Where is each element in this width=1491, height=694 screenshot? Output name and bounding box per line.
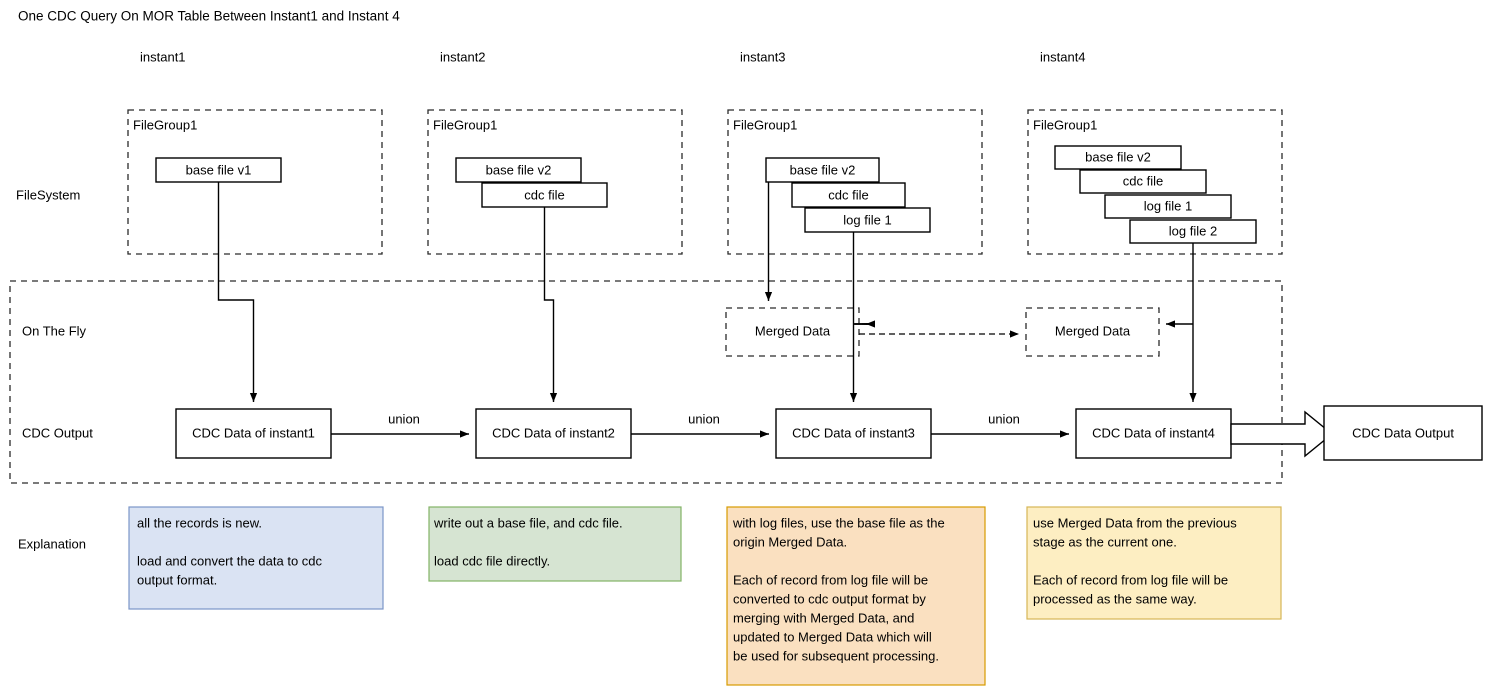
file-label-fg4-log-file-2: log file 2 — [1169, 223, 1217, 238]
explanation-line: write out a base file, and cdc file. — [433, 515, 623, 530]
merged-data-box-2[interactable] — [1025, 307, 1160, 357]
connector-fg1-to-cdc1 — [217, 182, 258, 402]
file-label-fg3-base-file-v2: base file v2 — [790, 162, 856, 177]
cdc-data-label-3: CDC Data of instant3 — [792, 425, 915, 440]
explanation-line: all the records is new. — [137, 515, 262, 530]
file-label-base-file-v1: base file v1 — [186, 162, 252, 177]
explanation-line: stage as the current one. — [1033, 534, 1177, 549]
explanation-line: converted to cdc output format by — [733, 591, 926, 606]
merged-data-box-1[interactable] — [725, 307, 860, 357]
explanation-line: origin Merged Data. — [733, 534, 847, 549]
explanation-line: use Merged Data from the previous — [1033, 515, 1237, 530]
file-label-fg3-cdc-file: cdc file — [828, 187, 868, 202]
file-box-fg3-cdc-file[interactable] — [791, 182, 906, 208]
page-title: One CDC Query On MOR Table Between Insta… — [18, 9, 400, 24]
explanation-text-3: with log files, use the base file as the… — [732, 515, 945, 663]
explanation-line: processed as the same way. — [1033, 591, 1197, 606]
cdc-data-label-1: CDC Data of instant1 — [192, 425, 315, 440]
filegroup-title-3: FileGroup1 — [733, 117, 797, 132]
cdc-data-output-box[interactable] — [1323, 405, 1483, 461]
file-box-fg4-log-file-1[interactable] — [1104, 194, 1232, 219]
file-box-fg3-base-file-v2[interactable] — [765, 157, 880, 183]
explanation-text-1: all the records is new. load and convert… — [137, 515, 323, 587]
explanation-line: updated to Merged Data which will — [733, 629, 932, 644]
file-label-fg4-cdc-file: cdc file — [1123, 173, 1163, 188]
file-box-fg2-cdc-file[interactable] — [481, 182, 608, 208]
explanation-line: load and convert the data to cdc — [137, 553, 323, 568]
filegroup-container-3 — [727, 109, 983, 255]
file-box-fg4-cdc-file[interactable] — [1079, 169, 1207, 194]
filegroup-title-1: FileGroup1 — [133, 117, 197, 132]
cdc-data-label-2: CDC Data of instant2 — [492, 425, 615, 440]
cdc-data-box-4[interactable] — [1075, 408, 1232, 459]
instant-label-2: instant2 — [440, 49, 486, 64]
instant-label-3: instant3 — [740, 49, 786, 64]
merged-data-label-2: Merged Data — [1055, 323, 1131, 338]
filegroup-title-4: FileGroup1 — [1033, 117, 1097, 132]
connector-fg2-to-cdc2 — [543, 207, 558, 402]
explanation-line: merging with Merged Data, and — [733, 610, 914, 625]
file-label-fg4-base-file-v2: base file v2 — [1085, 149, 1151, 164]
row-label-explanation: Explanation — [18, 536, 86, 551]
explanation-text-4: use Merged Data from the previous stage … — [1033, 515, 1237, 606]
explanation-box-1 — [128, 506, 384, 610]
file-label-fg2-cdc-file: cdc file — [524, 187, 564, 202]
row-label-filesystem: FileSystem — [16, 187, 80, 202]
explanation-line: Each of record from log file will be — [733, 572, 928, 587]
explanation-line: with log files, use the base file as the — [732, 515, 945, 530]
explanation-line: output format. — [137, 572, 217, 587]
explanation-box-2 — [428, 506, 682, 582]
file-box-fg4-base-file-v2[interactable] — [1054, 145, 1182, 170]
file-box-fg3-log-file-1[interactable] — [804, 207, 931, 233]
union-label-2: union — [688, 411, 720, 426]
merged-data-label-1: Merged Data — [755, 323, 831, 338]
cdc-data-box-3[interactable] — [775, 408, 932, 459]
explanation-line: Each of record from log file will be — [1033, 572, 1228, 587]
cdc-data-box-1[interactable] — [175, 408, 332, 459]
instant-label-1: instant1 — [140, 49, 186, 64]
union-label-1: union — [388, 411, 420, 426]
cdc-data-label-4: CDC Data of instant4 — [1092, 425, 1215, 440]
filegroup-title-2: FileGroup1 — [433, 117, 497, 132]
cdc-data-box-2[interactable] — [475, 408, 632, 459]
explanation-text-2: write out a base file, and cdc file. loa… — [433, 515, 623, 568]
file-label-fg4-log-file-1: log file 1 — [1144, 198, 1192, 213]
union-label-3: union — [988, 411, 1020, 426]
final-output-block-arrow — [1230, 410, 1334, 458]
explanation-box-3 — [726, 506, 986, 686]
filegroup-container-4 — [1027, 109, 1283, 255]
cdc-data-output-label: CDC Data Output — [1352, 425, 1454, 440]
explanation-line: be used for subsequent processing. — [733, 648, 939, 663]
explanation-box-4 — [1026, 506, 1282, 620]
filegroup-container-1 — [127, 109, 383, 255]
explanation-line: load cdc file directly. — [434, 553, 550, 568]
row-label-cdc-output: CDC Output — [22, 425, 93, 440]
instant-label-4: instant4 — [1040, 49, 1086, 64]
file-label-fg2-base-file-v2: base file v2 — [486, 162, 552, 177]
file-box-fg2-base-file-v2[interactable] — [455, 157, 582, 183]
file-label-fg3-log-file-1: log file 1 — [843, 212, 891, 227]
row-label-on-the-fly: On The Fly — [22, 323, 87, 338]
filegroup-container-2 — [427, 109, 683, 255]
